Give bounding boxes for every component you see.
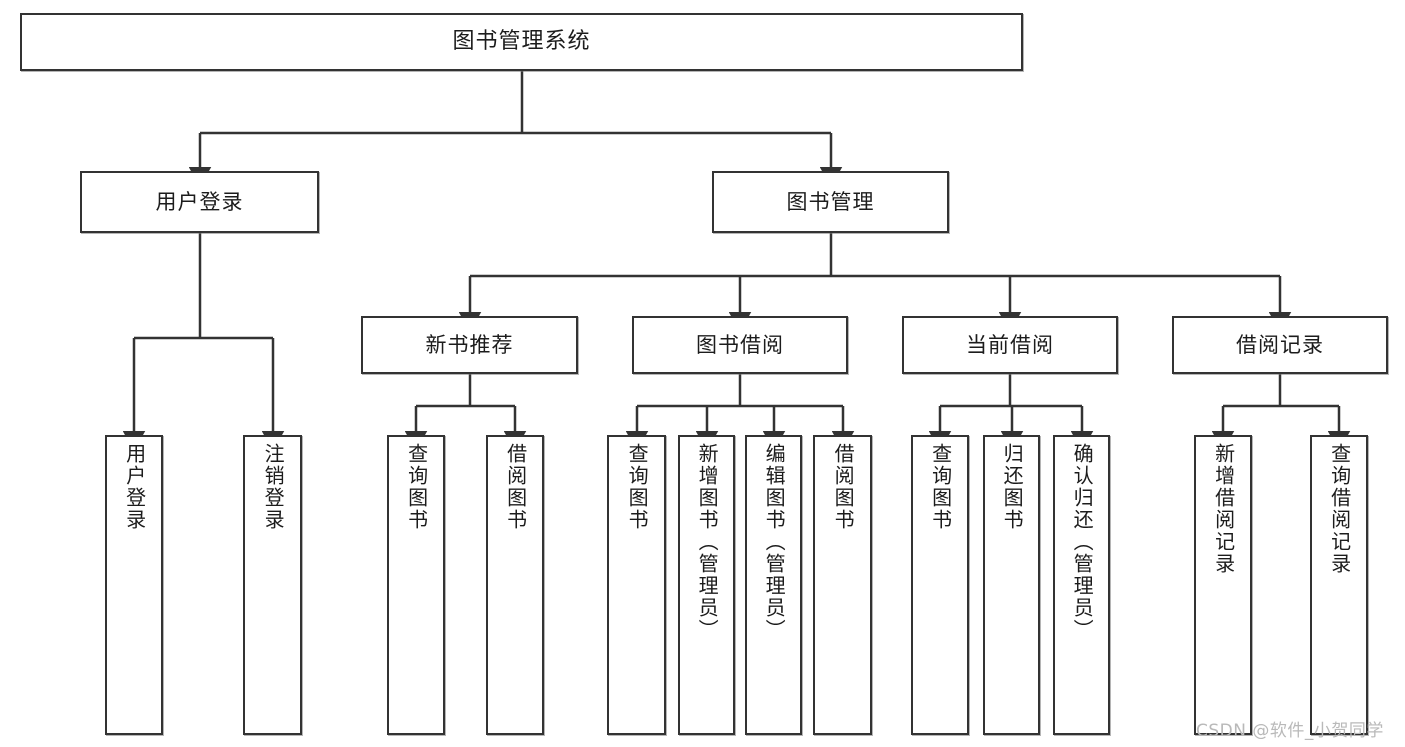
node-leaf-br-add[interactable]: 新增借阅记录 [1194, 435, 1252, 735]
node-label-leaf-rec-query: 查询图书 [404, 443, 429, 531]
node-leaf-bb-query[interactable]: 查询图书 [607, 435, 666, 735]
node-leaf-bb-add[interactable]: 新增图书（管理员） [678, 435, 735, 735]
node-leaf-cb-confirm[interactable]: 确认归还（管理员） [1053, 435, 1110, 735]
node-label-root: 图书管理系统 [452, 29, 591, 55]
node-label-book-borrow: 图书借阅 [696, 332, 784, 357]
node-root[interactable]: 图书管理系统 [20, 13, 1023, 71]
node-leaf-rec-query[interactable]: 查询图书 [387, 435, 445, 735]
node-label-current-borrow: 当前借阅 [966, 332, 1054, 357]
node-label-new-book-rec: 新书推荐 [425, 332, 514, 357]
watermark-csdn: CSDN @软件_小贺同学 [1196, 721, 1384, 741]
node-leaf-user-login[interactable]: 用户登录 [105, 435, 163, 735]
node-label-leaf-rec-borrow: 借阅图书 [503, 443, 528, 531]
node-leaf-rec-borrow[interactable]: 借阅图书 [486, 435, 544, 735]
edge-paths [122, 71, 1351, 451]
node-label-leaf-bb-borrow: 借阅图书 [831, 443, 856, 531]
node-current-borrow[interactable]: 当前借阅 [902, 316, 1118, 374]
node-label-leaf-cb-return: 归还图书 [1000, 443, 1025, 531]
node-leaf-br-query[interactable]: 查询借阅记录 [1310, 435, 1368, 735]
node-book-manage[interactable]: 图书管理 [712, 171, 949, 233]
node-label-borrow-record: 借阅记录 [1236, 332, 1324, 357]
node-new-book-rec[interactable]: 新书推荐 [361, 316, 578, 374]
node-label-leaf-bb-query: 查询图书 [625, 443, 650, 531]
node-leaf-bb-edit[interactable]: 编辑图书（管理员） [745, 435, 802, 735]
node-user-login[interactable]: 用户登录 [80, 171, 319, 233]
node-leaf-user-logout[interactable]: 注销登录 [243, 435, 302, 735]
node-label-book-manage: 图书管理 [786, 189, 875, 214]
node-label-leaf-cb-query: 查询图书 [928, 443, 953, 531]
node-book-borrow[interactable]: 图书借阅 [632, 316, 848, 374]
node-label-leaf-br-query: 查询借阅记录 [1327, 443, 1352, 575]
node-leaf-cb-query[interactable]: 查询图书 [911, 435, 969, 735]
node-label-user-login: 用户登录 [155, 189, 244, 214]
node-label-leaf-cb-confirm: 确认归还（管理员） [1070, 443, 1095, 641]
node-leaf-bb-borrow[interactable]: 借阅图书 [813, 435, 872, 735]
node-leaf-cb-return[interactable]: 归还图书 [983, 435, 1040, 735]
node-label-leaf-user-login: 用户登录 [122, 443, 147, 531]
node-label-leaf-user-logout: 注销登录 [261, 443, 286, 531]
node-borrow-record[interactable]: 借阅记录 [1172, 316, 1388, 374]
node-label-leaf-bb-add: 新增图书（管理员） [695, 443, 720, 641]
node-label-leaf-bb-edit: 编辑图书（管理员） [762, 443, 787, 641]
node-label-leaf-br-add: 新增借阅记录 [1211, 443, 1236, 575]
